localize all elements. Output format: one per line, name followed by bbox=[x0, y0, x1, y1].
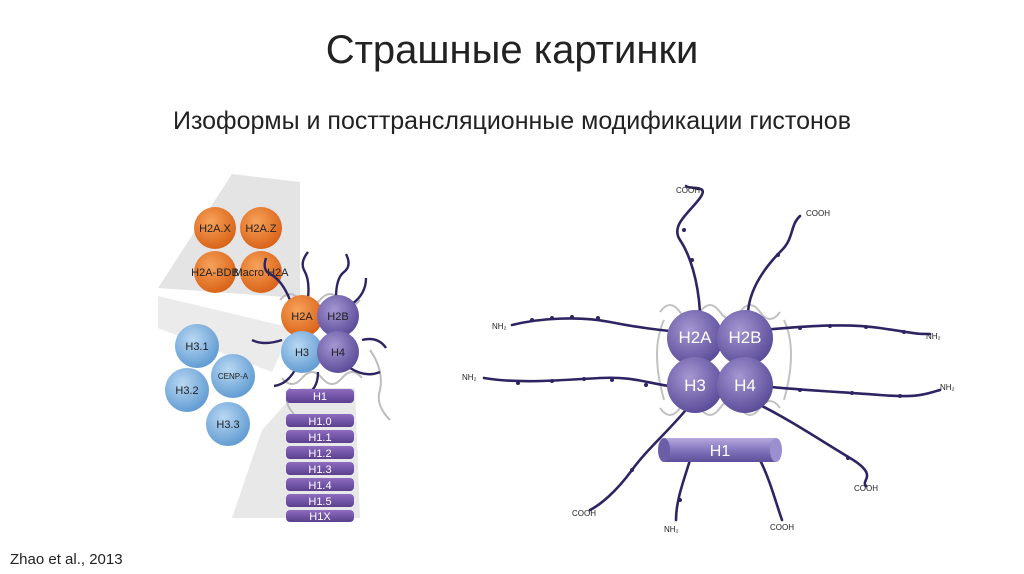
core-r-h2a: H2A bbox=[678, 328, 712, 347]
core-h2b: H2B bbox=[327, 311, 348, 323]
end-cooh-h1: COOH bbox=[770, 523, 794, 532]
core-h4: H4 bbox=[331, 347, 345, 359]
right-diagram: H2A H2B H3 H4 H1 COOH COOH NH₂ NH₂ NH₂ N… bbox=[462, 184, 955, 534]
end-cooh-h2b: COOH bbox=[806, 209, 830, 218]
core-h2a: H2A bbox=[291, 311, 313, 323]
end-cooh-h3: COOH bbox=[572, 509, 596, 518]
core-r-h2b: H2B bbox=[728, 328, 761, 347]
core-left: H2A H2B H3 H4 bbox=[281, 295, 359, 373]
core-h3: H3 bbox=[295, 347, 309, 359]
variant-h32: H3.2 bbox=[175, 385, 198, 397]
variant-macro-h2a: Macro H2A bbox=[233, 267, 289, 279]
left-diagram: H2A.X H2A.Z H2A-BDB Macro H2A H3.1 CENP-… bbox=[158, 174, 391, 523]
h1-0-label: H1.0 bbox=[308, 416, 331, 428]
variant-h31: H3.1 bbox=[185, 341, 208, 353]
end-nh2-h2b: NH₂ bbox=[926, 332, 941, 341]
end-cooh-h2a: COOH bbox=[676, 186, 700, 195]
h1-2-label: H1.2 bbox=[308, 448, 331, 460]
h1x-label: H1X bbox=[309, 511, 331, 523]
core-r-h4: H4 bbox=[734, 376, 756, 395]
end-nh2-h1: NH₂ bbox=[664, 525, 679, 534]
variant-h33: H3.3 bbox=[216, 419, 239, 431]
citation: Zhao et al., 2013 bbox=[10, 551, 123, 568]
tail-ends: COOH COOH NH₂ NH₂ NH₂ NH₂ COOH COOH NH₂ … bbox=[462, 186, 955, 534]
variant-h2az: H2A.Z bbox=[245, 223, 276, 235]
h1-1-label: H1.1 bbox=[308, 432, 331, 444]
h1-variants: H1 H1.0 H1.1 H1.2 H1.3 H1.4 H1.5 H1X bbox=[286, 389, 354, 523]
h3-variants: H3.1 CENP-A H3.2 H3.3 bbox=[165, 324, 255, 446]
linker-h1-label: H1 bbox=[710, 443, 731, 460]
end-cooh-h4: COOH bbox=[854, 484, 878, 493]
end-nh2-h2a: NH₂ bbox=[492, 322, 507, 331]
end-nh2-h3: NH₂ bbox=[462, 373, 477, 382]
core-right: H2A H2B H3 H4 bbox=[667, 310, 773, 413]
h1-3-label: H1.3 bbox=[308, 464, 331, 476]
h1-label: H1 bbox=[313, 391, 327, 403]
h1-4-label: H1.4 bbox=[308, 480, 331, 492]
slide-subtitle: Изоформы и посттрансляционные модификаци… bbox=[172, 107, 851, 135]
modification-sites bbox=[516, 228, 906, 502]
variant-h2a-bdb: H2A-BDB bbox=[191, 267, 239, 279]
core-r-h3: H3 bbox=[684, 376, 706, 395]
h1-5-label: H1.5 bbox=[308, 496, 331, 508]
variant-h2ax: H2A.X bbox=[199, 223, 231, 235]
variant-cenpa: CENP-A bbox=[218, 372, 249, 381]
slide-title: Страшные картинки bbox=[325, 28, 699, 72]
linker-h1: H1 bbox=[658, 438, 782, 462]
cone-h3 bbox=[158, 296, 292, 372]
end-nh2-h4: NH₂ bbox=[940, 383, 955, 392]
